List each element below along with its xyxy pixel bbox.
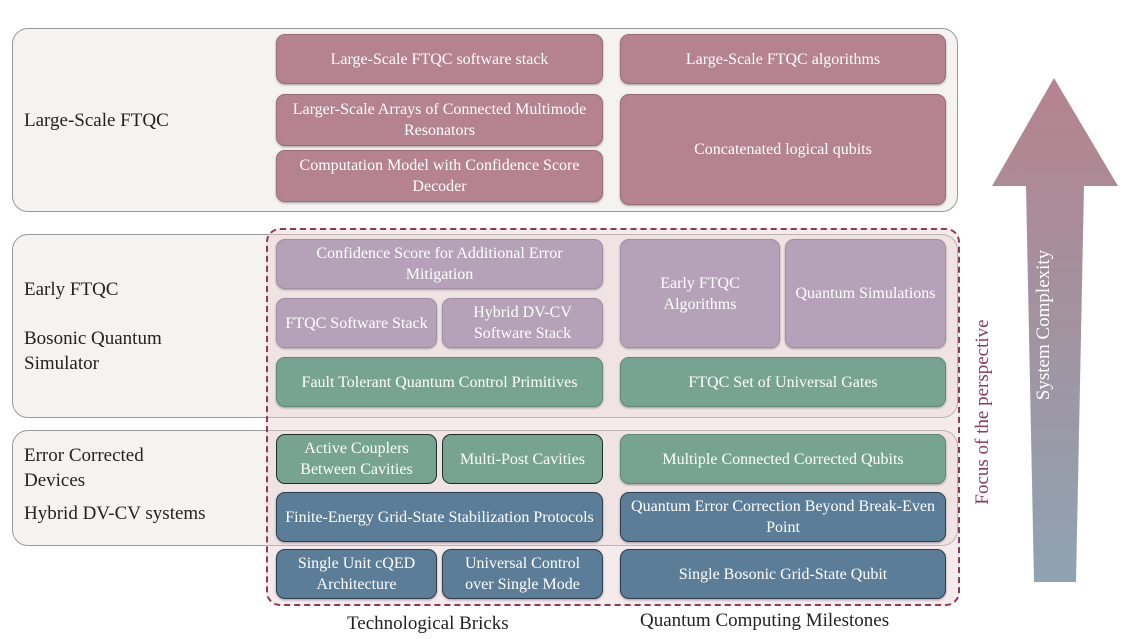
level-label-early-ftqc: Early FTQC — [24, 279, 119, 300]
brick-grid-state-stabilization: Finite-Energy Grid-State Stabilization P… — [276, 492, 603, 542]
level-label-bosonic-simulator-2: Simulator — [24, 353, 99, 374]
brick-hybrid-software-stack: Hybrid DV-CV Software Stack — [442, 298, 603, 348]
milestone-concatenated: Concatenated logical qubits — [620, 94, 946, 205]
brick-confidence-score: Confidence Score for Additional Error Mi… — [276, 239, 603, 289]
level-label-error-corrected-2: Devices — [24, 470, 86, 491]
milestone-multiple-connected: Multiple Connected Corrected Qubits — [620, 434, 946, 484]
milestone-qec-break-even: Quantum Error Correction Beyond Break-Ev… — [620, 492, 946, 542]
system-complexity-arrow — [992, 78, 1118, 582]
milestone-early-algorithms: Early FTQC Algorithms — [620, 239, 780, 348]
level-label-hybrid-dv-cv: Hybrid DV-CV systems — [24, 503, 206, 524]
brick-ftqc-software-stack: FTQC Software Stack — [276, 298, 437, 348]
milestone-universal-gates: FTQC Set of Universal Gates — [620, 357, 946, 407]
milestone-ls-algorithms: Large-Scale FTQC algorithms — [620, 34, 946, 84]
column-label-bricks: Technological Bricks — [347, 613, 509, 634]
brick-multi-post: Multi-Post Cavities — [442, 434, 603, 484]
level-label-bosonic-simulator-1: Bosonic Quantum — [24, 328, 162, 349]
brick-fault-tolerant-primitives: Fault Tolerant Quantum Control Primitive… — [276, 357, 603, 407]
level-label-large-scale-ftqc: Large-Scale FTQC — [24, 110, 169, 131]
column-label-milestones: Quantum Computing Milestones — [640, 610, 890, 631]
brick-single-unit-cqed: Single Unit cQED Architecture — [276, 549, 437, 599]
level-label-error-corrected-1: Error Corrected — [24, 445, 144, 466]
brick-larger-arrays: Larger-Scale Arrays of Connected Multimo… — [276, 94, 603, 146]
brick-computation-model: Computation Model with Confidence Score … — [276, 150, 603, 202]
milestone-single-grid-qubit: Single Bosonic Grid-State Qubit — [620, 549, 946, 599]
brick-active-couplers: Active Couplers Between Cavities — [276, 434, 437, 484]
milestone-quantum-simulations: Quantum Simulations — [785, 239, 946, 348]
brick-universal-control: Universal Control over Single Mode — [442, 549, 603, 599]
brick-ls-software-stack: Large-Scale FTQC software stack — [276, 34, 603, 84]
